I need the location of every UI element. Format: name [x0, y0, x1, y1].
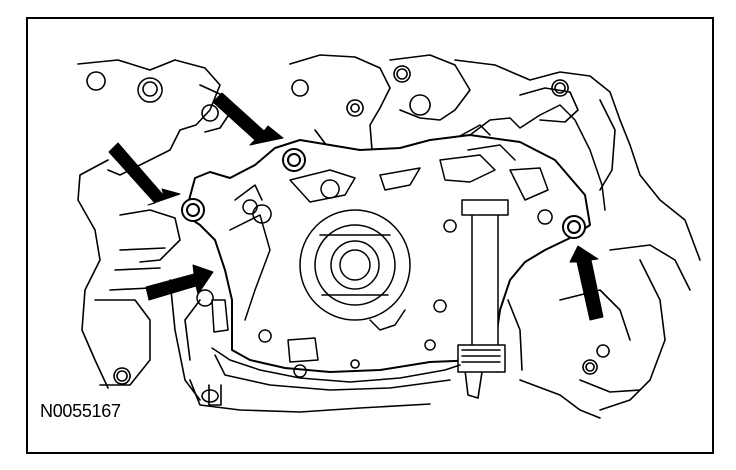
callout-arrows [108, 92, 604, 321]
figure-id-label: N0055167 [40, 401, 121, 421]
pump-bolts [181, 148, 586, 239]
arrow-icon [145, 264, 214, 301]
oil-pump-details [196, 104, 606, 391]
arrow-icon [108, 142, 181, 206]
bolt-right [562, 215, 586, 239]
bolt-top-left [282, 148, 306, 172]
bolt-left [181, 198, 205, 222]
oil-pump-body [184, 134, 591, 373]
arrow-icon [569, 245, 604, 321]
arrow-icon [212, 92, 284, 146]
engine-block-background [77, 54, 701, 419]
figure-border [26, 17, 714, 454]
